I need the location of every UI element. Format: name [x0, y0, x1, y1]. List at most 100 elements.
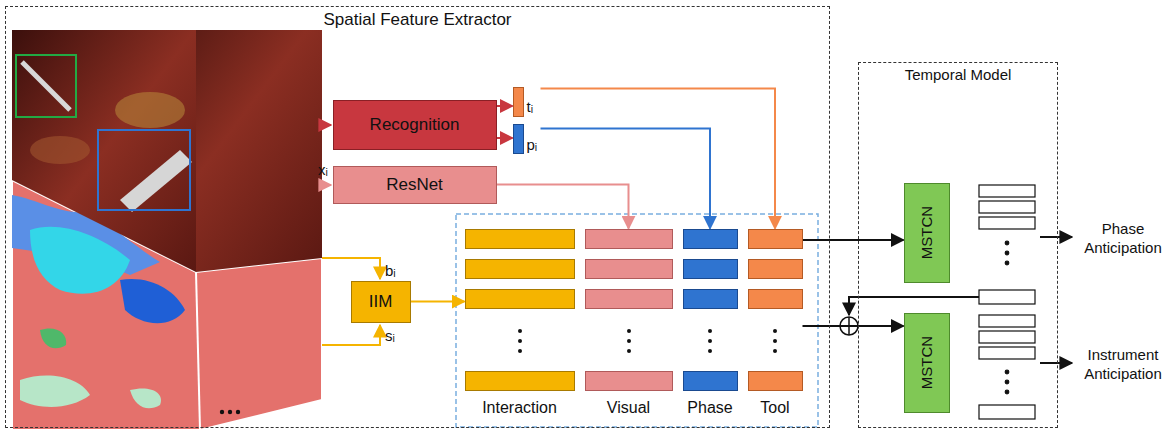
output-label: Phase Anticipation [1076, 219, 1170, 257]
ellipsis-dot [708, 339, 712, 343]
signal-label: bᵢ [385, 261, 396, 280]
node-label: IIM [369, 292, 393, 312]
segmentation-mask [30, 227, 130, 294]
iim-box: IIM [351, 281, 411, 323]
connector [497, 105, 513, 107]
connector [541, 129, 711, 229]
ellipsis-dot [627, 349, 631, 353]
input-wires [322, 258, 380, 279]
tool-feature: Tool [748, 229, 803, 421]
output-stack [1005, 380, 1009, 384]
recognition-box: Recognition [333, 100, 497, 150]
surgical-frame [98, 130, 190, 210]
signal-label: xᵢ [318, 160, 328, 179]
module-frame: Spatial Feature ExtractorRecognition tᵢ pᵢ… [5, 6, 830, 428]
segmentation-mask [130, 388, 161, 408]
feature-bar [748, 229, 803, 249]
connector [497, 185, 629, 229]
output-label: Instrument Anticipation [1076, 345, 1170, 383]
output-stack [979, 185, 1035, 197]
feature-bar [683, 371, 738, 391]
feature-bar [748, 259, 803, 279]
ellipsis-dot [627, 329, 631, 333]
output-stack [979, 217, 1035, 229]
more-frames-dots [236, 410, 240, 414]
output-stack [1005, 261, 1009, 265]
ellipsis-dot [773, 349, 777, 353]
more-frames-dots [228, 410, 232, 414]
module-title: Temporal Model [859, 66, 1057, 83]
surgical-frame [120, 150, 192, 212]
output-stack [979, 331, 1035, 343]
feature-bar [683, 259, 738, 279]
surgical-frame [30, 136, 90, 164]
mstcn-block: MSTCN [904, 183, 950, 283]
node-label: Interaction [465, 399, 575, 417]
connector [541, 89, 776, 229]
input-wires [322, 184, 331, 186]
phase-feature: Phase [683, 229, 738, 421]
segmentation-mask [196, 272, 200, 430]
input-wires [322, 325, 380, 345]
vector-bar [513, 124, 524, 154]
signal-label: xᵢ [318, 160, 348, 179]
output-stack [1005, 390, 1009, 394]
feature-group-frame [456, 214, 818, 427]
vector-bar [513, 87, 524, 117]
output-stack [1005, 251, 1009, 255]
node-label: MSTCN [918, 336, 935, 389]
connector [497, 137, 513, 139]
feature-bar [683, 229, 738, 249]
mstcn-block: MSTCN [904, 313, 950, 413]
ellipsis-dot [708, 329, 712, 333]
more-frames-dots [220, 410, 224, 414]
output-wires [849, 237, 1072, 363]
segmentation-mask [20, 376, 90, 407]
more-frames-dots [220, 410, 240, 414]
surgical-frame [115, 92, 185, 128]
output-stack [979, 347, 1035, 359]
output-stack [1005, 370, 1009, 374]
ellipsis-dot [627, 339, 631, 343]
ellipsis-dot [518, 349, 522, 353]
output-stack [979, 405, 1035, 419]
tool-vector: tᵢ [513, 86, 541, 118]
node-label: MSTCN [918, 206, 935, 259]
ellipsis-dot [708, 349, 712, 353]
ellipsis-dot [518, 329, 522, 333]
output-stack [979, 201, 1035, 213]
node-label: Visual [585, 399, 673, 417]
module-title: Spatial Feature Extractor [6, 10, 829, 30]
signal-label: bᵢ [385, 261, 415, 280]
visual-feature: Visual [585, 229, 673, 421]
feature-bar [585, 259, 673, 279]
feature-bar [465, 259, 575, 279]
interaction-feature: Interaction [465, 229, 575, 421]
module-frame: Temporal ModelMSTCN MSTCN [858, 62, 1058, 428]
input-wires [322, 124, 331, 126]
output-label: Phase Anticipation [1076, 219, 1170, 257]
feature-bar [585, 229, 673, 249]
node-label: ResNet [386, 175, 443, 195]
signal-label: sᵢ [385, 326, 395, 345]
node-label: pᵢ [527, 136, 541, 154]
surgical-frame [16, 55, 76, 117]
feature-bar [585, 289, 673, 309]
output-label: Instrument Anticipation [1076, 345, 1170, 383]
ellipsis-dot [773, 339, 777, 343]
node-label: Phase [683, 399, 738, 417]
node-label: Tool [748, 399, 803, 417]
feature-bar [683, 289, 738, 309]
connector [803, 239, 904, 241]
ellipsis-dot [773, 329, 777, 333]
segmentation-mask [120, 279, 185, 323]
output-stack [979, 315, 1035, 327]
output-wires [1040, 236, 1072, 238]
surgical-frame [22, 62, 70, 110]
segmentation-mask [40, 328, 66, 348]
feature-bar [585, 371, 673, 391]
phase-vector: pᵢ [513, 123, 541, 155]
feature-bar [465, 229, 575, 249]
